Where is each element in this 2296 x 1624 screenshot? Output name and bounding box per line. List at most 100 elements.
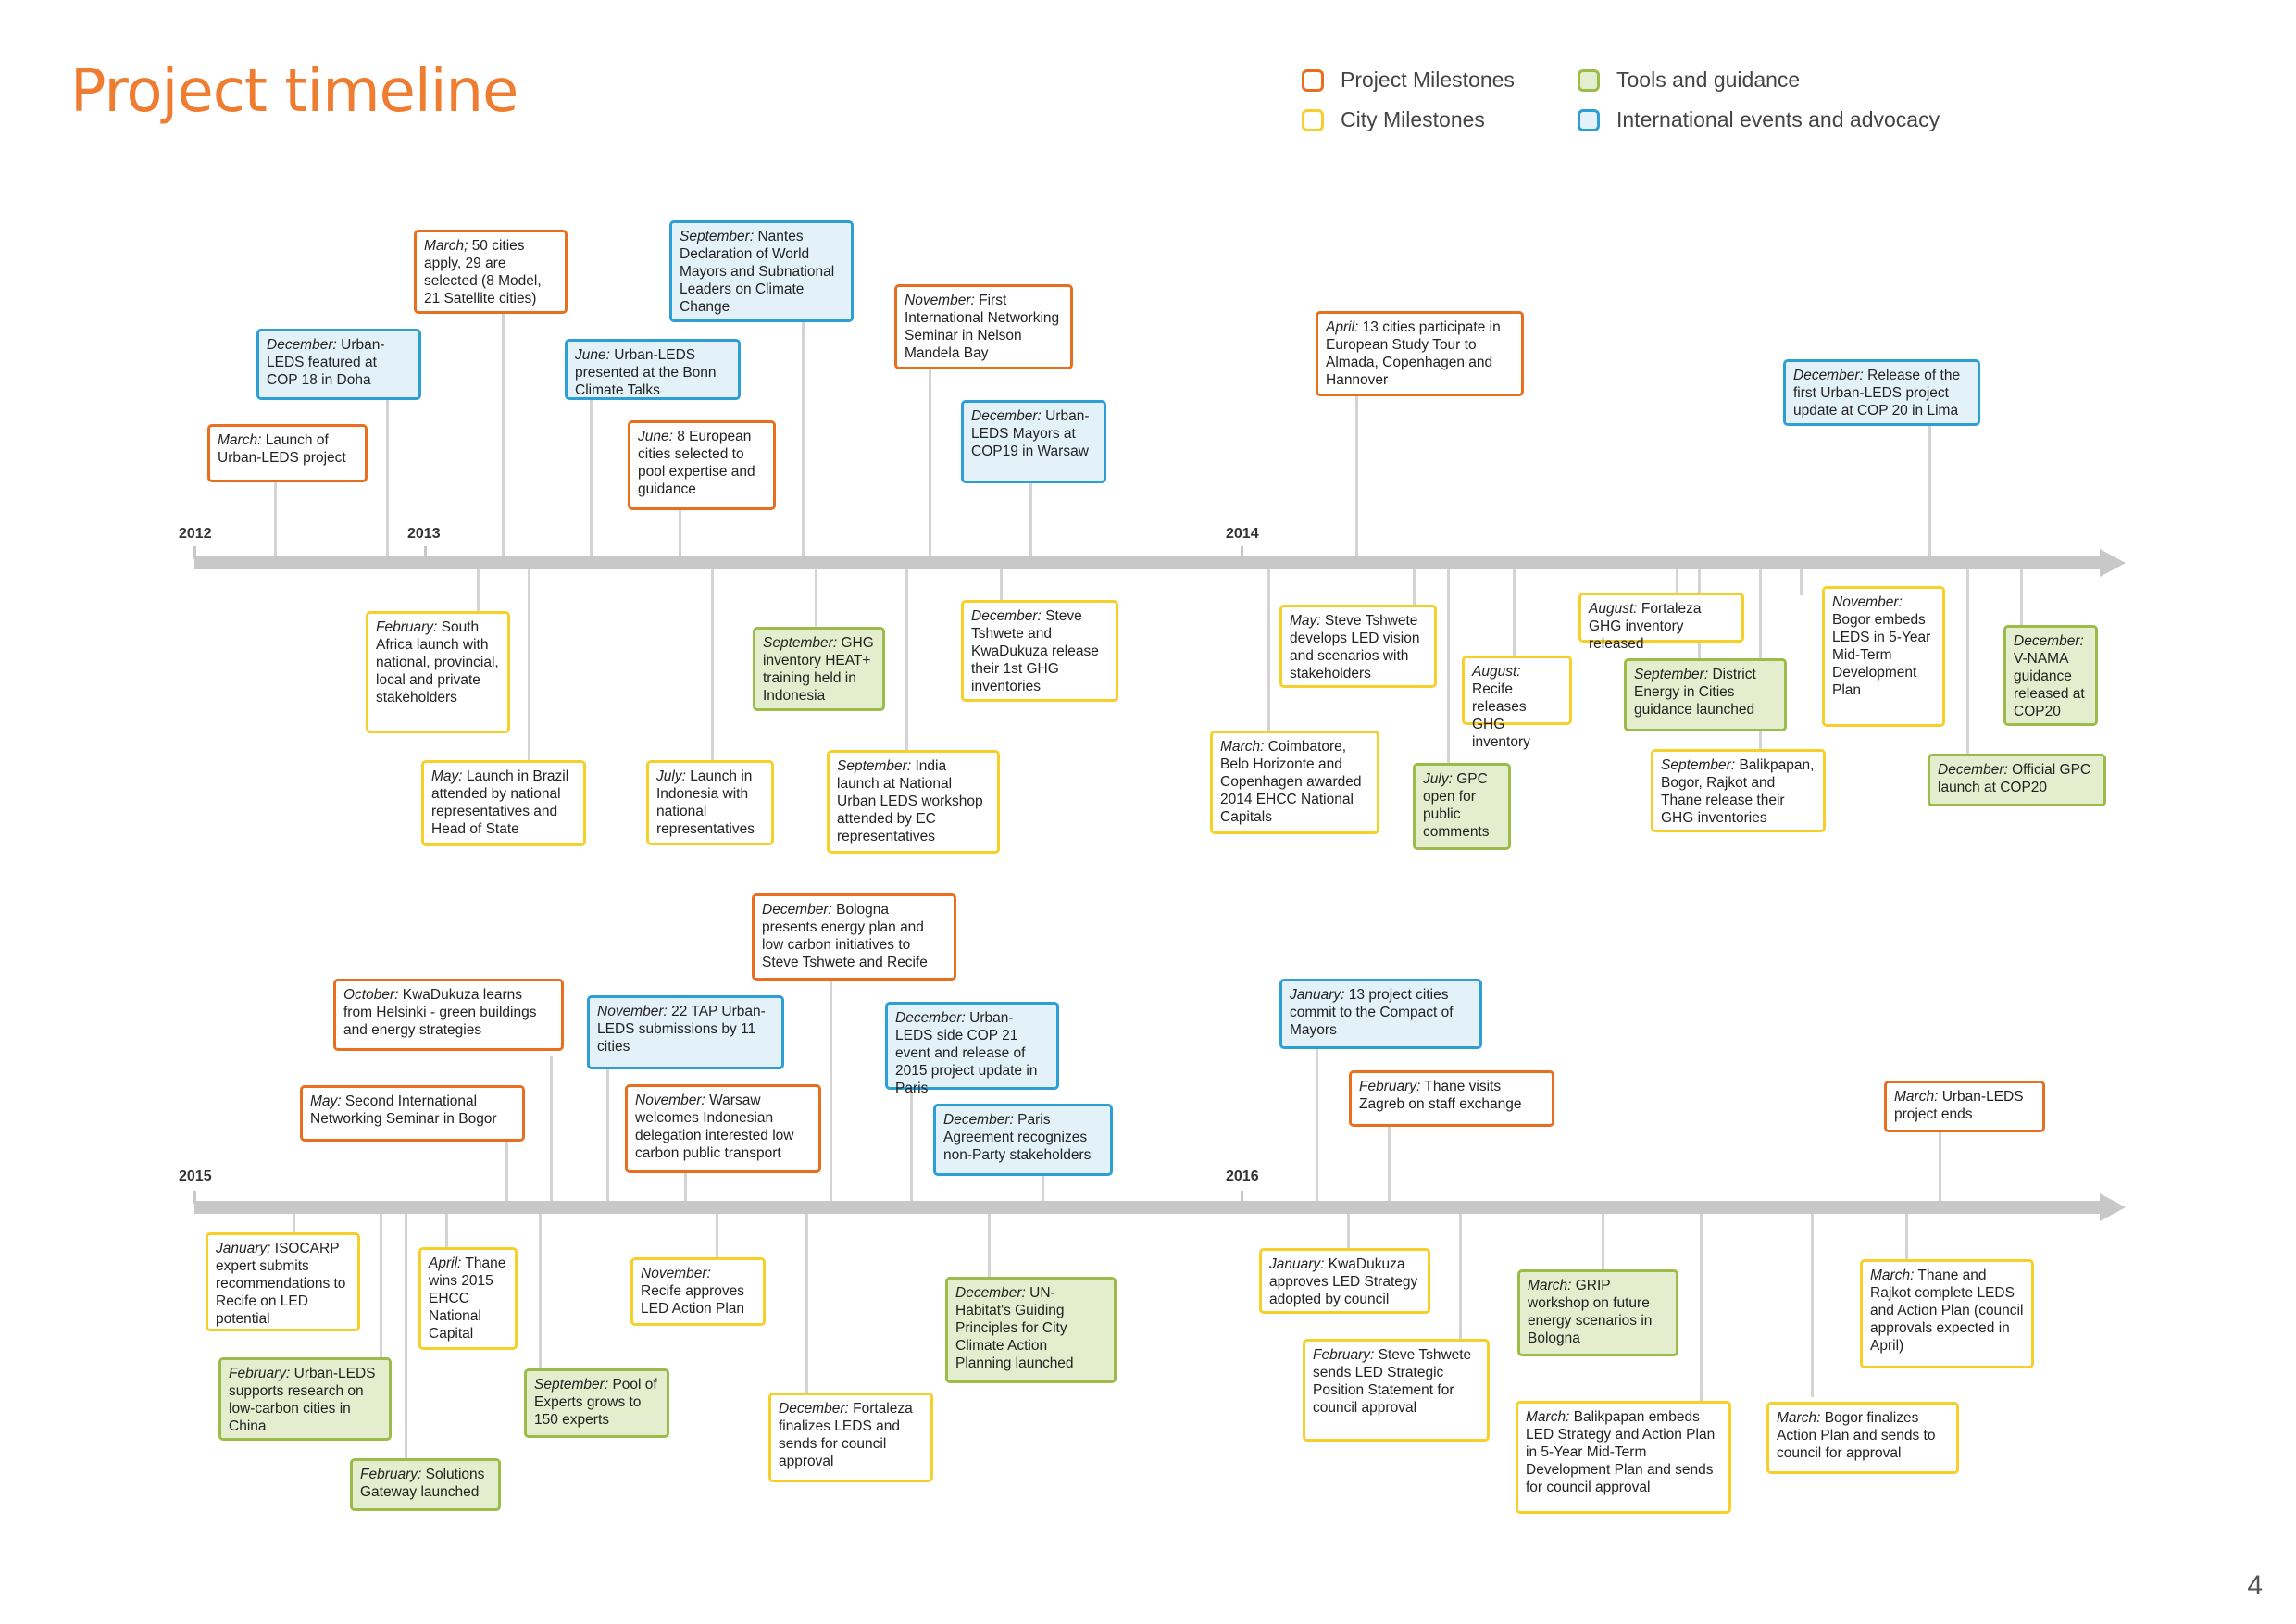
- event-text: Warsaw welcomes Indonesian delegation in…: [635, 1093, 794, 1161]
- legend-label: Tools and guidance: [1616, 68, 1801, 92]
- event-text: Second International Networking Seminar …: [310, 1093, 497, 1127]
- connector-line: [445, 1214, 448, 1251]
- event-month: March:: [1526, 1409, 1570, 1425]
- event-text: 22 TAP Urban-LEDS submissions by 11 citi…: [597, 1004, 766, 1055]
- event-box: September: Balikpapan, Bogor, Rajkot and…: [1651, 749, 1826, 832]
- event-text: Steve Tshwete and KwaDukuza release thei…: [971, 608, 1099, 694]
- legend-item-international-events: International events and advocacy: [1578, 107, 1940, 132]
- event-text: Steve Tshwete develops LED vision and sc…: [1290, 613, 1420, 681]
- connector-line: [910, 1090, 913, 1201]
- event-box: April: 13 cities participate in European…: [1316, 311, 1524, 396]
- event-box: December: Paris Agreement recognizes non…: [933, 1104, 1113, 1176]
- event-text: Urban-LEDS Mayors at COP19 in Warsaw: [971, 408, 1090, 459]
- legend-swatch-icon: [1302, 108, 1324, 131]
- event-box: December: UN-Habitat's Guiding Principle…: [945, 1277, 1117, 1383]
- connector-line: [988, 1214, 991, 1279]
- event-box: March: Urban-LEDS project ends: [1884, 1081, 2045, 1132]
- connector-line: [1513, 569, 1516, 656]
- event-text: Launch in Indonesia with national repres…: [656, 768, 755, 837]
- connector-line: [550, 1056, 553, 1201]
- event-text: 8 European cities selected to pool exper…: [638, 429, 755, 497]
- event-text: Fortaleza finalizes LEDS and sends for c…: [779, 1401, 913, 1469]
- legend-label: City Milestones: [1341, 107, 1485, 131]
- event-text: UN-Habitat's Guiding Principles for City…: [955, 1285, 1074, 1371]
- event-month: July:: [656, 768, 686, 784]
- event-text: 50 cities apply, 29 are selected (8 Mode…: [424, 238, 542, 306]
- event-month: November:: [905, 293, 975, 308]
- event-month: February:: [1359, 1079, 1421, 1094]
- event-month: December:: [1793, 368, 1864, 383]
- event-month: March:: [1894, 1089, 1939, 1105]
- event-month: September:: [837, 758, 912, 774]
- event-month: September:: [1661, 757, 1736, 773]
- event-box: December: Fortaleza finalizes LEDS and s…: [768, 1393, 933, 1482]
- connector-line: [815, 569, 817, 627]
- connector-line: [929, 369, 931, 556]
- event-box: March: Coimbatore, Belo Horizonte and Co…: [1210, 731, 1379, 834]
- event-box: December: Bologna presents energy plan a…: [752, 893, 956, 981]
- event-text: GHG inventory HEAT+ training held in Ind…: [763, 635, 874, 704]
- event-box: September: GHG inventory HEAT+ training …: [753, 627, 885, 711]
- event-text: 13 cities participate in European Study …: [1326, 319, 1501, 388]
- event-box: March: Launch of Urban-LEDS project: [207, 424, 368, 482]
- year-label: 2012: [179, 526, 212, 542]
- legend-item-project-milestones: Project Milestones: [1302, 68, 1515, 93]
- connector-line: [1413, 569, 1416, 605]
- event-box: June: 8 European cities selected to pool…: [628, 420, 776, 510]
- event-text: Release of the first Urban-LEDS project …: [1793, 368, 1961, 418]
- event-text: ISOCARP expert submits recommendations t…: [216, 1241, 346, 1327]
- connector-line: [1347, 1214, 1350, 1248]
- event-text: Nantes Declaration of World Mayors and S…: [680, 229, 835, 315]
- legend-item-city-milestones: City Milestones: [1302, 107, 1485, 132]
- connector-line: [802, 322, 805, 556]
- event-box: August: Recife releases GHG inventory: [1462, 656, 1572, 750]
- event-text: Balikpapan, Bogor, Rajkot and Thane rele…: [1661, 757, 1815, 826]
- connector-line: [539, 1214, 542, 1373]
- connector-line: [386, 400, 389, 556]
- connector-line: [1316, 1049, 1318, 1201]
- event-text: KwaDukuza approves LED Strategy adopted …: [1269, 1256, 1418, 1307]
- event-month: February:: [360, 1467, 422, 1482]
- timeline-axis: [194, 556, 1185, 569]
- event-month: March;: [424, 238, 468, 254]
- event-month: August:: [1589, 601, 1638, 617]
- event-month: April:: [429, 1255, 462, 1271]
- event-box: December: Official GPC launch at COP20: [1928, 754, 2106, 806]
- connector-line: [477, 569, 480, 611]
- connector-line: [1388, 1127, 1391, 1201]
- connector-line: [1029, 483, 1032, 556]
- event-text: Bogor finalizes Action Plan and sends to…: [1777, 1410, 1936, 1461]
- event-text: Urban-LEDS presented at the Bonn Climate…: [575, 347, 717, 398]
- event-text: Recife approves LED Action Plan: [641, 1283, 745, 1317]
- event-month: May:: [310, 1093, 342, 1109]
- event-box: March: GRIP workshop on future energy sc…: [1517, 1269, 1678, 1356]
- connector-line: [1459, 1214, 1462, 1340]
- event-box: May: Steve Tshwete develops LED vision a…: [1279, 605, 1437, 688]
- event-month: January:: [216, 1241, 271, 1256]
- page-title: Project timeline: [70, 57, 518, 126]
- event-month: December:: [779, 1401, 849, 1417]
- event-text: Thane visits Zagreb on staff exchange: [1359, 1079, 1522, 1112]
- connector-line: [405, 1214, 407, 1462]
- connector-line: [1939, 1132, 1941, 1201]
- event-month: February:: [229, 1366, 291, 1381]
- event-box: August: Fortaleza GHG inventory released: [1578, 593, 1744, 652]
- connector-line: [606, 1069, 609, 1201]
- event-month: February:: [376, 619, 438, 635]
- event-month: March:: [1870, 1268, 1915, 1283]
- event-month: June:: [638, 429, 673, 444]
- event-box: March: Thane and Rajkot complete LEDS an…: [1860, 1259, 2034, 1368]
- year-label: 2015: [179, 1168, 212, 1184]
- event-month: December:: [971, 408, 1042, 424]
- arrow-right-icon: [2100, 549, 2126, 577]
- year-label: 2016: [1226, 1168, 1259, 1184]
- legend-swatch-icon: [1578, 69, 1600, 92]
- event-box: December: Urban-LEDS featured at COP 18 …: [256, 329, 421, 400]
- event-box: February: Urban-LEDS supports research o…: [218, 1357, 392, 1441]
- year-label: 2014: [1226, 526, 1259, 542]
- legend-swatch-icon: [1578, 108, 1600, 131]
- event-month: December:: [2014, 633, 2084, 649]
- event-text: District Energy in Cities guidance launc…: [1634, 667, 1756, 718]
- event-month: November:: [1832, 594, 1903, 610]
- event-box: December: Urban-LEDS Mayors at COP19 in …: [961, 400, 1106, 483]
